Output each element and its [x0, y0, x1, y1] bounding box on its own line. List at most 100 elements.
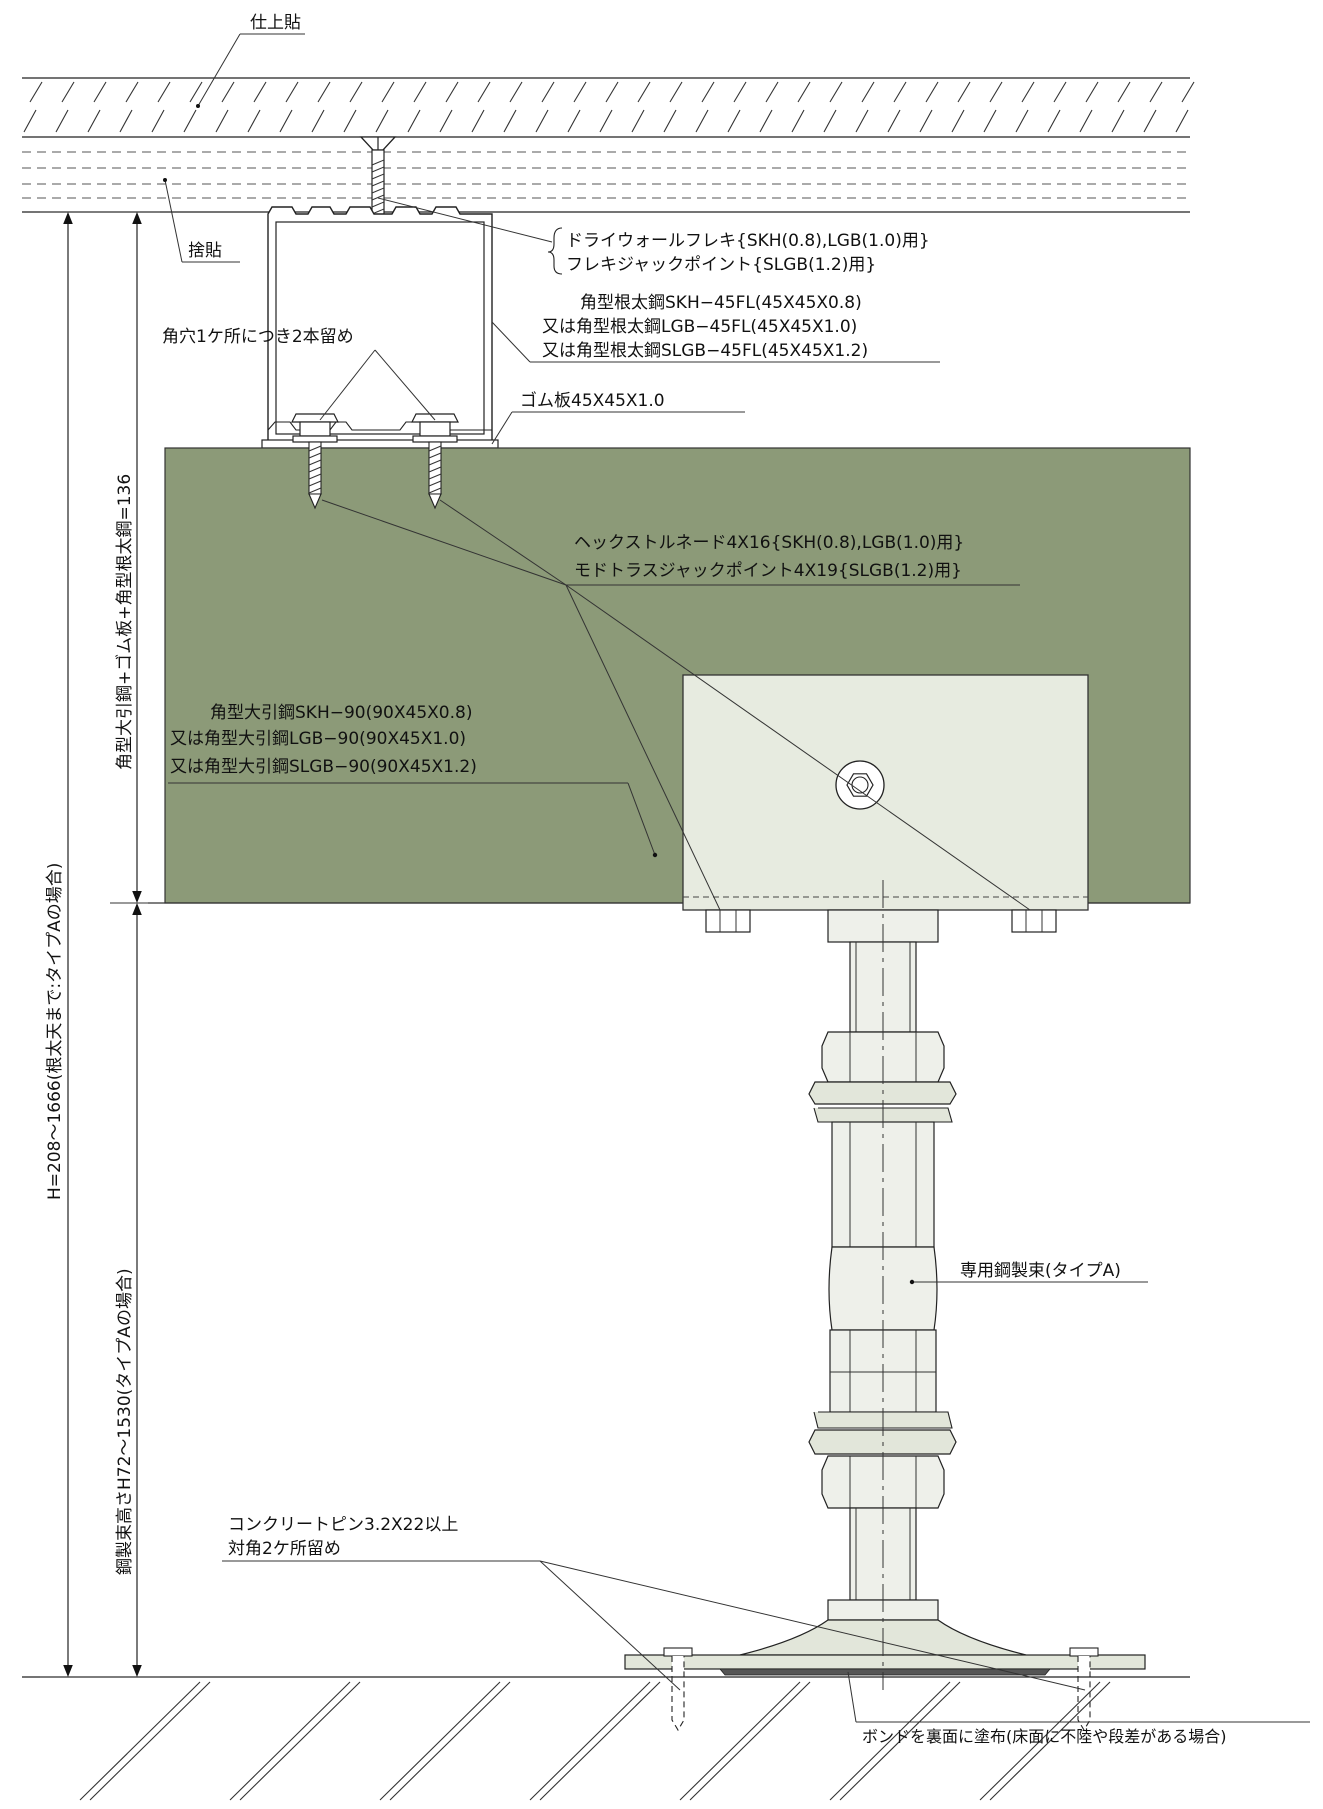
floor-hatch-stroke	[957, 81, 971, 103]
ground-hatch-stroke	[679, 1681, 801, 1801]
screw-thread	[308, 466, 322, 473]
screw-thread	[428, 445, 442, 452]
label-finish-floor: 仕上貼	[250, 13, 301, 33]
label-beam-1: 角型大引鋼SKH−90(90X45X0.8)	[210, 703, 472, 723]
label-concrete-pin-2: 対角2ケ所留め	[228, 1539, 341, 1559]
floor-hatch-stroke	[189, 81, 203, 103]
floor-hatch-stroke	[503, 109, 517, 133]
floor-hatch-stroke	[855, 109, 869, 133]
floor-hatch-stroke	[1053, 81, 1067, 103]
floor-hatch-stroke	[93, 81, 107, 103]
floor-hatch-stroke	[61, 81, 75, 103]
ground-hatch-stroke	[79, 1681, 201, 1801]
floor-hatch-stroke	[285, 81, 299, 103]
dim-total-height: H=208〜1666(根太天まで:タイプAの場合)	[45, 863, 65, 1200]
floor-hatch-stroke	[573, 81, 587, 103]
floor-hatch-stroke	[279, 109, 293, 133]
floor-hatch-stroke	[445, 81, 459, 103]
floor-hatch-stroke	[733, 81, 747, 103]
floor-hatch-stroke	[567, 109, 581, 133]
screw-thread	[371, 159, 385, 166]
ground-hatch-stroke	[379, 1681, 501, 1801]
label-joist-2: 又は角型根太鋼LGB−45FL(45X45X1.0)	[542, 317, 857, 337]
screw-thread	[428, 466, 442, 473]
leader-lines	[163, 33, 1310, 1723]
floor-hatch-stroke	[1015, 109, 1029, 133]
ground-hatch-stroke	[239, 1681, 361, 1801]
hex-screw-right-icon	[411, 413, 459, 510]
floor-hatch-stroke	[1085, 81, 1099, 103]
steel-post	[624, 880, 1146, 1690]
floor-hatch-stroke	[381, 81, 395, 103]
floor-hatch-stroke	[541, 81, 555, 103]
floor-hatch-stroke	[311, 109, 325, 133]
floor-hatch-stroke	[829, 81, 843, 103]
hex-screw-left-icon	[291, 413, 339, 510]
ground-hatch-stroke	[689, 1681, 811, 1801]
floor-hatch-stroke	[119, 109, 133, 133]
floor-hatch-stroke	[1021, 81, 1035, 103]
floor-hatch-stroke	[157, 81, 171, 103]
floor-hatch-stroke	[983, 109, 997, 133]
floor-hatch-stroke	[1175, 109, 1189, 133]
screw-thread	[308, 473, 322, 480]
ground-hatch-stroke	[89, 1681, 211, 1801]
floor-hatch-stroke	[1181, 81, 1195, 103]
screw-thread	[428, 459, 442, 466]
floor-hatch-stroke	[413, 81, 427, 103]
label-bond: ボンドを裏面に塗布(床面に不陸や段差がある場合)	[862, 1727, 1227, 1746]
floor-hatch-stroke	[663, 109, 677, 133]
ground-hatch-stroke	[839, 1681, 961, 1801]
floor-hatch-stroke	[951, 109, 965, 133]
floor-hatch-stroke	[727, 109, 741, 133]
floor-hatch-stroke	[477, 81, 491, 103]
floor-hatch-stroke	[1143, 109, 1157, 133]
screw-thread	[371, 180, 385, 187]
floor-hatch-stroke	[823, 109, 837, 133]
floor-hatch-stroke	[221, 81, 235, 103]
floor-hatch-stroke	[1079, 109, 1093, 133]
floor-hatch-stroke	[701, 81, 715, 103]
screw-thread	[308, 487, 322, 494]
screw-thread	[428, 480, 442, 487]
floor-hatch-stroke	[797, 81, 811, 103]
floor-hatch-stroke	[87, 109, 101, 133]
screw-thread	[308, 445, 322, 452]
floor-hatch-stroke	[1149, 81, 1163, 103]
floor-hatch-stroke	[509, 81, 523, 103]
ground-hatch-stroke	[539, 1681, 661, 1801]
screw-thread	[308, 452, 322, 459]
label-top-screw-1: ドライウォールフレキ{SKH(0.8),LGB(1.0)用}	[566, 231, 930, 251]
floor-hatch-stroke	[791, 109, 805, 133]
floor-hatch-stroke	[599, 109, 613, 133]
floor-hatch-stroke	[765, 81, 779, 103]
ground-slab	[22, 1676, 1190, 1801]
floor-hatch-stroke	[695, 109, 709, 133]
label-rubber-plate: ゴム板45X45X1.0	[520, 390, 665, 411]
floor-hatch-stroke	[919, 109, 933, 133]
ground-hatch-stroke	[989, 1681, 1111, 1801]
floor-hatch-stroke	[1111, 109, 1125, 133]
label-beam-2: 又は角型大引鋼LGB−90(90X45X1.0)	[170, 729, 466, 749]
dimension-lines	[40, 211, 160, 1678]
floor-hatch-stroke	[471, 109, 485, 133]
floor-hatch-stroke	[407, 109, 421, 133]
concrete-pin-left-icon	[663, 1647, 693, 1732]
dim-post-height: 鋼製束高さH72〜1530(タイプAの場合)	[115, 1268, 135, 1575]
screw-thread	[371, 166, 385, 173]
screw-thread	[371, 201, 385, 208]
ground-hatch-stroke	[389, 1681, 511, 1801]
screw-thread	[308, 480, 322, 487]
finish-floor-layer	[22, 77, 1195, 138]
square-joist	[267, 206, 493, 445]
ground-hatch-stroke	[979, 1681, 1101, 1801]
floor-hatch-stroke	[375, 109, 389, 133]
floor-hatch-stroke	[893, 81, 907, 103]
ground-hatch-stroke	[829, 1681, 951, 1801]
label-joist-3: 又は角型根太鋼SLGB−45FL(45X45X1.2)	[542, 341, 868, 361]
floor-hatch-stroke	[669, 81, 683, 103]
label-concrete-pin-1: コンクリートピン3.2X22以上	[228, 1515, 458, 1535]
floor-hatch-stroke	[1047, 109, 1061, 133]
label-two-screws: 角穴1ケ所につき2本留め	[162, 327, 354, 347]
floor-hatch-stroke	[23, 109, 37, 133]
